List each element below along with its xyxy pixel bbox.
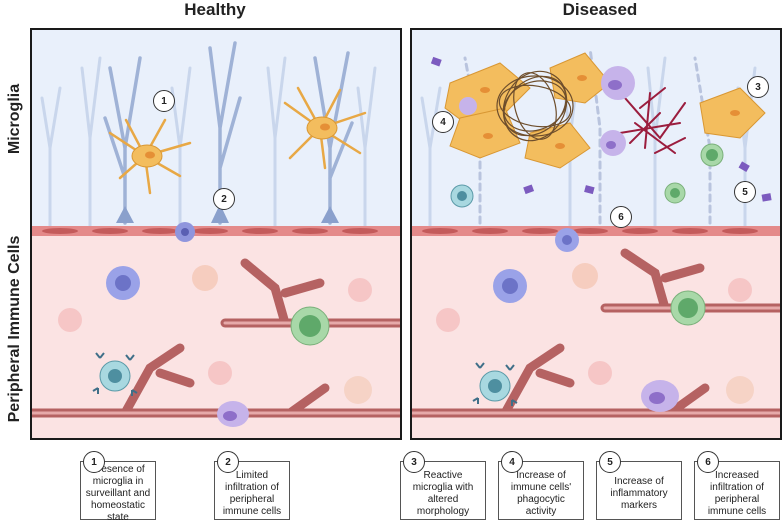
marker-3: 3 bbox=[747, 76, 769, 98]
healthy-panel: 1 2 bbox=[30, 28, 402, 440]
endothelial-cells bbox=[41, 227, 378, 234]
legend-text-6: Increased infiltration of peripheral imm… bbox=[707, 470, 767, 517]
inflammatory-markers bbox=[430, 56, 772, 202]
neuron-soma bbox=[115, 205, 134, 223]
marker-5: 5 bbox=[734, 181, 756, 203]
microglia-cell bbox=[108, 118, 191, 194]
legend-text-5: Increase of inflammatory markers bbox=[610, 476, 668, 511]
legend-item-1: Presence of microglia in surveillant and… bbox=[80, 461, 156, 523]
marker-4: 4 bbox=[432, 111, 454, 133]
neuron-soma bbox=[320, 205, 339, 223]
red-blood-cell bbox=[207, 360, 232, 385]
red-blood-cell bbox=[347, 277, 372, 302]
endothelial-cells bbox=[421, 227, 758, 234]
marker-6: 6 bbox=[610, 206, 632, 228]
legend-text-4: Increase of immune cells' phagocytic act… bbox=[510, 470, 572, 517]
blood-area bbox=[32, 235, 400, 438]
red-blood-cell bbox=[57, 307, 82, 332]
red-blood-cell bbox=[191, 264, 218, 291]
legend-number-3: 3 bbox=[403, 451, 425, 473]
neuron-soma bbox=[210, 203, 229, 223]
legend-item-6: Increased infiltration of peripheral imm… bbox=[694, 461, 780, 520]
antibodies bbox=[91, 351, 138, 396]
red-blood-cell bbox=[343, 375, 372, 404]
red-blood-cell bbox=[587, 360, 612, 385]
diseased-title: Diseased bbox=[562, 0, 638, 19]
red-blood-cell bbox=[727, 277, 752, 302]
marker-1: 1 bbox=[153, 90, 175, 112]
tau-tangle bbox=[618, 86, 686, 154]
legend-text-1: Presence of microglia in surveillant and… bbox=[85, 464, 151, 523]
legend-number-1: 1 bbox=[83, 451, 105, 473]
diseased-illustration bbox=[412, 30, 780, 438]
red-blood-cell bbox=[571, 262, 598, 289]
marker-2: 2 bbox=[213, 188, 235, 210]
legend-text-3: Reactive microglia with altered morpholo… bbox=[412, 470, 474, 517]
macrophage-cell bbox=[458, 96, 477, 115]
protein-aggregate bbox=[495, 70, 574, 141]
background-dendrites bbox=[40, 56, 376, 229]
healthy-illustration bbox=[32, 30, 400, 438]
red-blood-cell bbox=[435, 307, 460, 332]
healthy-title: Healthy bbox=[184, 0, 246, 19]
diseased-panel: 3 4 5 6 bbox=[410, 28, 782, 440]
microglia-row-label: Microglia bbox=[6, 83, 23, 155]
blood-area bbox=[412, 235, 780, 438]
microglia-cell bbox=[283, 86, 366, 169]
peripheral-row-label: Peripheral Immune Cells bbox=[6, 235, 23, 423]
legend-number-5: 5 bbox=[599, 451, 621, 473]
antibodies bbox=[471, 361, 518, 406]
legend-number-6: 6 bbox=[697, 451, 719, 473]
legend-number-2: 2 bbox=[217, 451, 239, 473]
red-blood-cell bbox=[725, 375, 754, 404]
legend-text-2: Limited infiltration of peripheral immun… bbox=[222, 470, 282, 517]
legend-item-5: Increase of inflammatory markers bbox=[596, 461, 682, 520]
legend-number-4: 4 bbox=[501, 451, 523, 473]
